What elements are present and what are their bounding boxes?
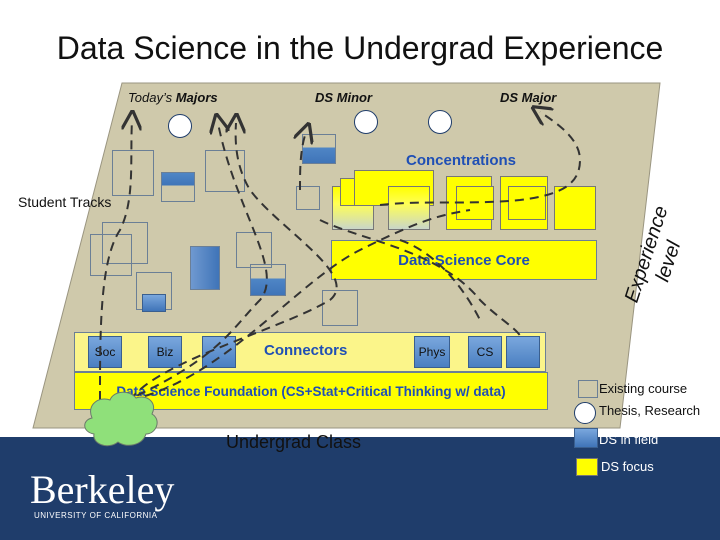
thesis-circle [354,110,378,134]
legend-existing: Existing course [599,381,688,396]
ds-focus-box [508,186,546,220]
existing-course-box [112,150,154,196]
existing-course-box [322,290,358,326]
berkeley-subtitle: UNIVERSITY OF CALIFORNIA [34,511,158,520]
connectors-label: Connectors [264,342,348,359]
connector-blank [506,336,540,368]
slide-title: Data Science in the Undergrad Experience [56,30,664,66]
legend-swatch-ds-focus [576,458,598,476]
thesis-circle [168,114,192,138]
ds-core-bar: Data Science Core [331,240,597,280]
foundation-bar: Data Science Foundation (CS+Stat+Critica… [74,372,548,410]
ds-in-field-box [142,294,166,312]
legend-swatch-ds-in-field [574,428,598,448]
ds-in-field-box [250,264,286,296]
existing-course-box [296,186,320,210]
majors-label: Today’s Majors [128,90,218,105]
legend-swatch-existing [578,380,598,398]
footer-band [0,437,720,540]
connector-cs: CS [468,336,502,368]
concentrations-label: Concentrations [406,152,517,169]
thesis-circle [428,110,452,134]
legend-thesis: Thesis, Research [599,403,701,418]
legend-ds-in-field: DS in field [599,432,659,447]
student-cloud [84,391,158,447]
legend-swatch-thesis [574,402,596,424]
berkeley-wordmark: Berkeley [30,467,175,512]
connector-phys: Phys [414,336,450,368]
ds-major-label: DS Major [500,90,557,105]
undergrad-class-label: Undergrad Class [226,432,362,452]
existing-course-box [90,234,132,276]
ds-core-label: Data Science Core [398,251,530,269]
student-tracks-label: Student Tracks [18,194,112,210]
connector-biz: Biz [148,336,182,368]
connector-soc: Soc [88,336,122,368]
existing-course-box [102,222,148,264]
ds-focus-box [554,186,596,230]
ds-in-field-box [161,172,195,202]
ds-minor-label: DS Minor [315,90,373,105]
ds-focus-box [388,186,430,230]
ds-in-field-box [190,246,220,290]
foundation-label: Data Science Foundation (CS+Stat+Critica… [116,383,506,399]
legend-ds-focus: DS focus [601,459,654,474]
